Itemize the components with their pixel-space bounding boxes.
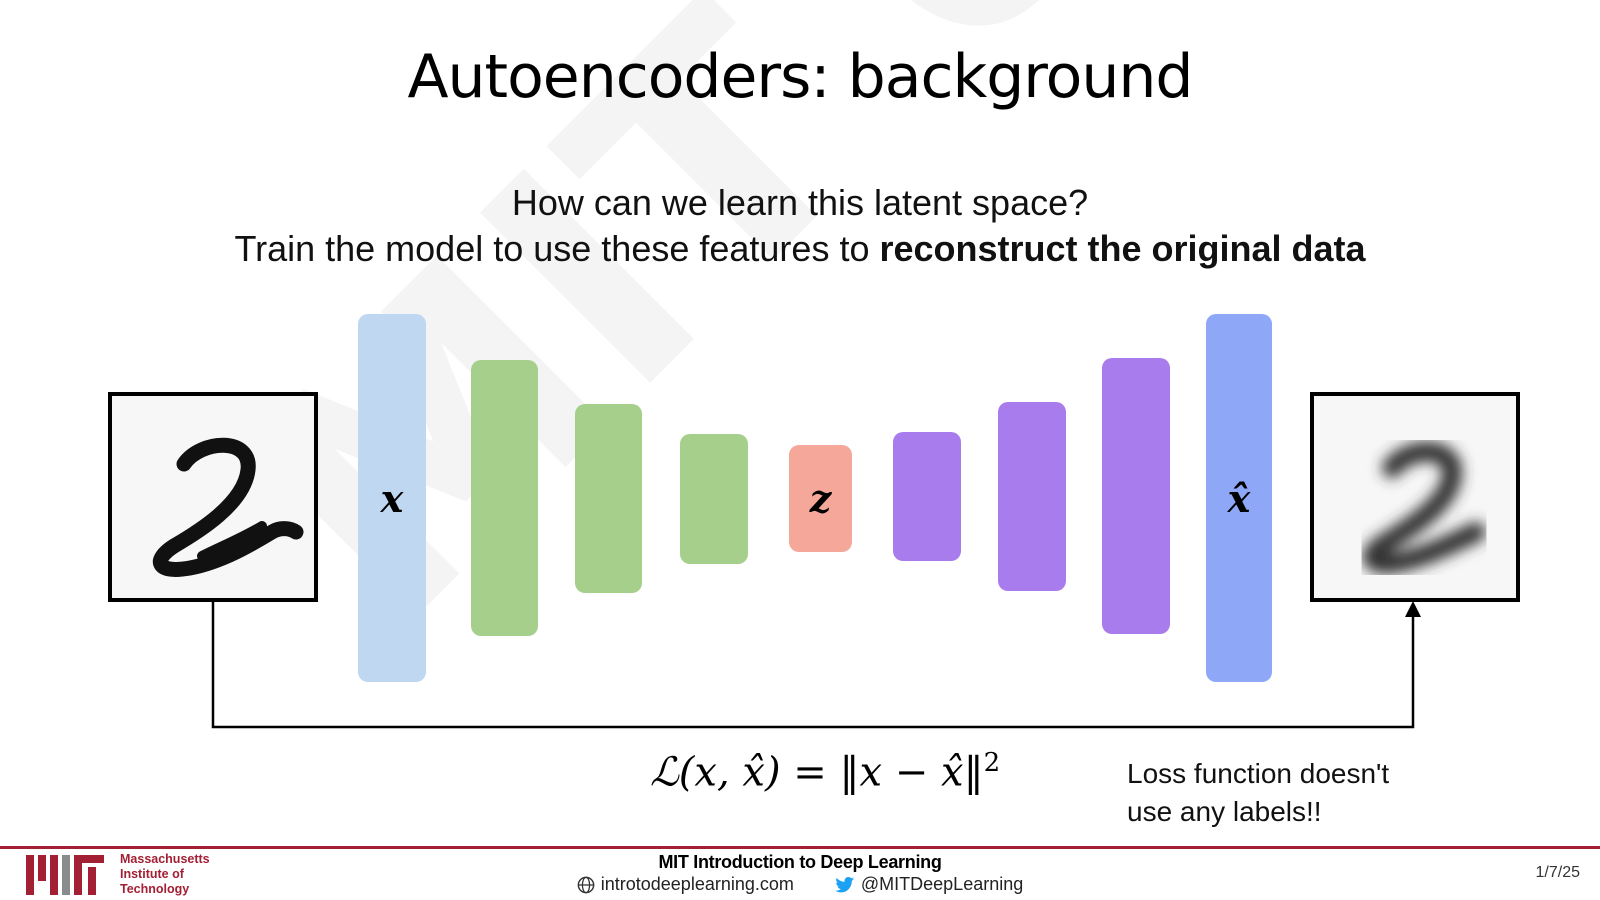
institution-line-1: Massachusetts	[120, 852, 210, 866]
page-number: 1/7/25	[1535, 864, 1580, 881]
footer-divider	[0, 846, 1600, 849]
website-link[interactable]: introtodeeplearning.com	[577, 874, 794, 895]
statement-text: Train the model to use these features to…	[0, 228, 1600, 270]
slide-title: Autoencoders: background	[407, 42, 1193, 112]
institution-name: Massachusetts Institute of Technology	[120, 852, 210, 897]
twitter-link[interactable]: @MITDeepLearning	[834, 874, 1024, 895]
loss-equation: ℒ(x, x̂) = ‖x − x̂‖2	[650, 748, 1000, 795]
twitter-handle: @MITDeepLearning	[860, 874, 1024, 894]
statement-bold: reconstruct the original data	[879, 228, 1366, 269]
loss-equation-body: ℒ(x, x̂) = ‖x − x̂‖	[650, 749, 984, 796]
question-text: How can we learn this latent space?	[511, 182, 1089, 223]
loss-equation-exponent: 2	[983, 748, 1001, 778]
reconstructed-digit-image	[1310, 392, 1520, 602]
output-label: x̂	[1227, 475, 1251, 521]
latent-label: z	[809, 476, 832, 521]
encoder-layer-1	[471, 360, 538, 636]
input-digit-image	[108, 392, 318, 602]
output-layer: x̂	[1206, 314, 1272, 682]
institution-line-3: Technology	[120, 882, 190, 896]
course-title: MIT Introduction to Deep Learning	[658, 852, 942, 872]
mit-logo	[26, 855, 104, 895]
encoder-layer-3	[680, 434, 748, 564]
statement-prefix: Train the model to use these features to	[234, 228, 880, 269]
institution-line-2: Institute of	[120, 867, 184, 881]
globe-icon	[577, 876, 595, 893]
encoder-layer-2	[575, 404, 642, 593]
decoder-layer-1	[893, 432, 961, 561]
input-label: x	[380, 475, 404, 521]
website-text: introtodeeplearning.com	[600, 874, 794, 894]
decoder-layer-3	[1102, 358, 1170, 634]
latent-layer: z	[789, 445, 852, 552]
input-layer: x	[358, 314, 426, 682]
twitter-icon	[834, 876, 855, 892]
footer-links: introtodeeplearning.com @MITDeepLearning	[0, 874, 1600, 899]
decoder-layer-2	[998, 402, 1066, 591]
loss-note: Loss function doesn't use any labels!!	[1127, 758, 1390, 827]
